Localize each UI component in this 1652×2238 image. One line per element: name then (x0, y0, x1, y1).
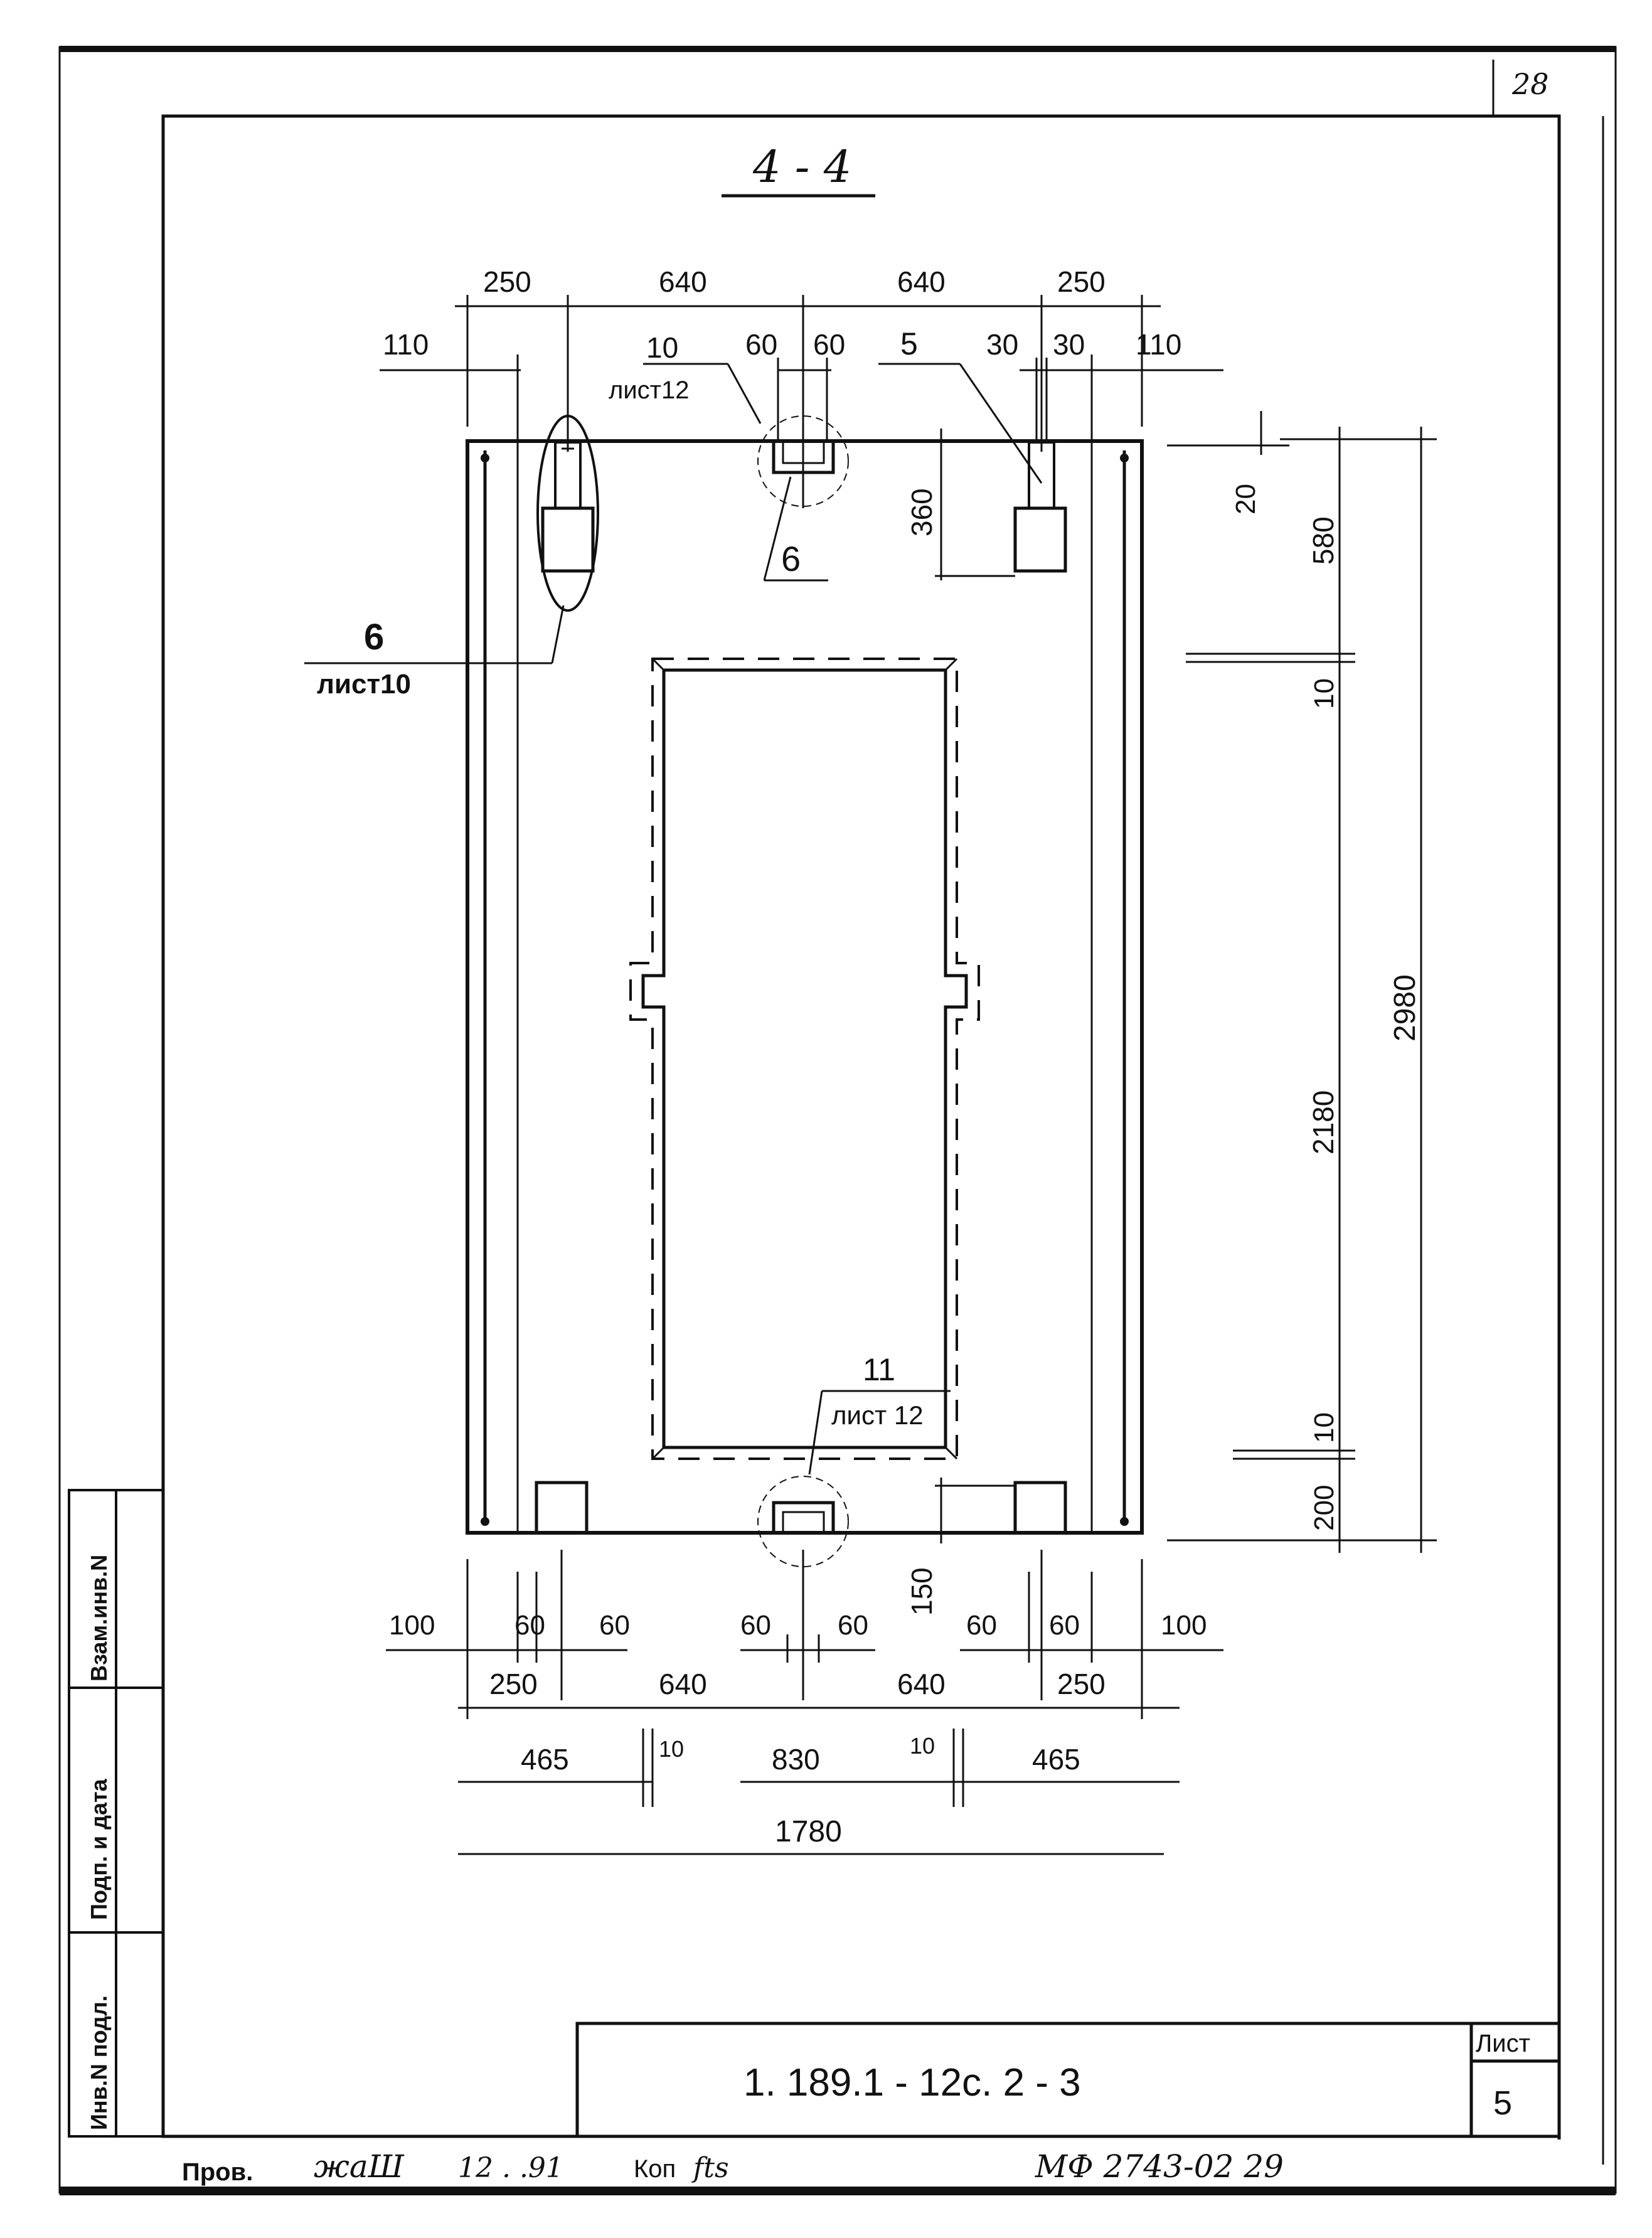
section-title: 4 - 4 (752, 141, 851, 193)
dim-10-bottom: 10 (1309, 1412, 1340, 1443)
title-block (575, 2022, 1561, 2138)
archive-code: МФ 2743-02 29 (1035, 2148, 1284, 2185)
callout-11-sheet: лист 12 (831, 1400, 924, 1430)
callout-6-left-sheet: лист10 (317, 669, 411, 700)
dim-bottom-640-left: 640 (659, 1668, 707, 1700)
sheet-frame (58, 46, 1617, 2195)
dim-bottom-60-f: 60 (1049, 1610, 1080, 1641)
dim-2980: 2980 (1388, 974, 1422, 1042)
dim-top-640-left: 640 (659, 265, 707, 298)
embedded-parts (535, 415, 1067, 1567)
check-signature: жаШ (314, 2148, 405, 2185)
dim-bottom-465-left: 465 (521, 1743, 569, 1776)
callout-10: 10 (646, 331, 678, 364)
dim-bottom-60-b: 60 (599, 1610, 630, 1641)
sheet-number: 5 (1493, 2084, 1512, 2122)
dim-bottom-60-d: 60 (838, 1610, 868, 1641)
document-code: 1. 189.1 - 12с. 2 - 3 (743, 2061, 1081, 2104)
callout-10-sheet: лист12 (609, 376, 690, 404)
check-label: Пров. (182, 2158, 253, 2186)
copy-label: Коп (634, 2155, 676, 2183)
dim-bottom-465-right: 465 (1032, 1743, 1080, 1776)
dim-bottom-250-right: 250 (1057, 1668, 1106, 1700)
dim-top-60-b: 60 (813, 328, 845, 361)
dim-top-110-right: 110 (1136, 328, 1181, 361)
stamp-replace-inventory: Взам.инв.N (86, 1555, 112, 1681)
copy-signature: fts (691, 2152, 729, 2184)
callout-leaders (304, 363, 1043, 1475)
dim-bottom-60-c: 60 (740, 1610, 771, 1641)
dim-360: 360 (905, 488, 938, 536)
callout-6-small: 6 (781, 539, 801, 578)
dim-20: 20 (1230, 484, 1261, 514)
inner-dimension-lines (935, 429, 1015, 1543)
dim-bottom-640-right: 640 (897, 1668, 946, 1700)
dim-bottom-60-a: 60 (514, 1610, 545, 1641)
right-dimension-lines (1167, 411, 1437, 1553)
callout-6-left: 6 (364, 617, 384, 658)
dim-top-30-b: 30 (1053, 328, 1085, 361)
dim-bottom-10-left: 10 (659, 1736, 684, 1762)
top-dimension-lines (380, 295, 1223, 508)
stamp-original-inventory: Инв.N подл. (86, 1995, 112, 2130)
dim-top-60-a: 60 (745, 328, 777, 361)
dim-150: 150 (905, 1567, 938, 1616)
sheet-label: Лист (1476, 2030, 1530, 2057)
dim-bottom-250-left: 250 (489, 1668, 538, 1700)
dim-200: 200 (1309, 1485, 1340, 1531)
callout-11: 11 (863, 1352, 895, 1387)
dim-bottom-10-right: 10 (910, 1733, 935, 1759)
dim-bottom-830: 830 (772, 1743, 820, 1776)
dim-top-30-a: 30 (986, 328, 1018, 361)
dim-2180: 2180 (1307, 1090, 1340, 1154)
central-opening (629, 658, 980, 1460)
dim-top-110-left: 110 (383, 328, 429, 361)
dim-bottom-100-left: 100 (389, 1610, 435, 1641)
dim-bottom-1780: 1780 (775, 1815, 842, 1848)
dim-top-640-right: 640 (897, 265, 946, 298)
dim-bottom-100-right: 100 (1161, 1610, 1207, 1641)
dim-bottom-60-e: 60 (966, 1610, 997, 1641)
slab-outline (466, 439, 1144, 1535)
dim-580: 580 (1307, 516, 1340, 565)
bottom-dimension-lines (386, 1550, 1223, 1855)
callout-5: 5 (900, 326, 918, 361)
dim-top-250-left: 250 (483, 265, 531, 298)
dim-10-top: 10 (1309, 678, 1340, 709)
check-date: 12 . .91 (458, 2152, 563, 2184)
dim-top-250-right: 250 (1057, 265, 1106, 298)
page-number: 28 (1511, 67, 1549, 101)
side-stamp (68, 1489, 164, 2138)
stamp-signature-date: Подп. и дата (86, 1778, 112, 1920)
